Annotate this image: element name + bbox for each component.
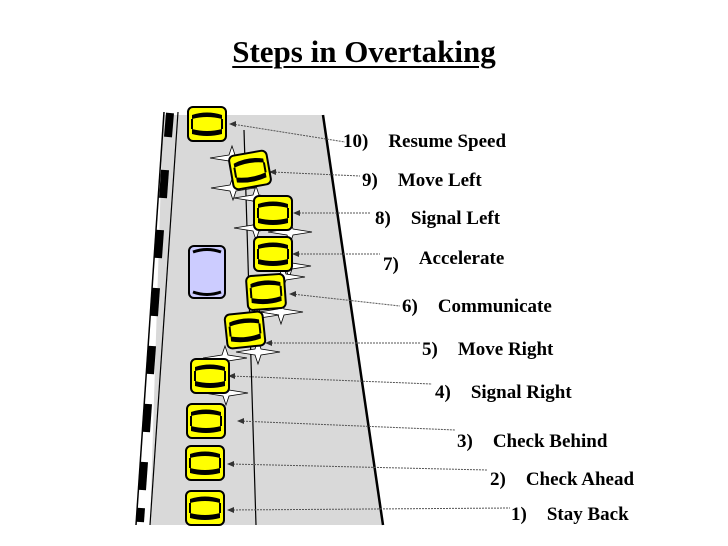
lane-dashes	[136, 112, 174, 523]
step-6: 6)Communicate	[402, 296, 552, 317]
step-1: 1)Stay Back	[511, 504, 629, 525]
step-7: 7)Accelerate	[383, 248, 505, 275]
step-3: 3)Check Behind	[457, 431, 608, 452]
step-8: 8)Signal Left	[375, 208, 501, 229]
arrow-heads	[227, 121, 300, 513]
step-5: 5)Move Right	[422, 339, 554, 360]
leader-lines	[229, 123, 511, 511]
step-4: 4)Signal Right	[435, 382, 572, 403]
step-2: 2)Check Ahead	[490, 469, 635, 490]
blue-car	[188, 245, 226, 299]
diagram-title: Steps in Overtaking	[232, 34, 496, 69]
step-9: 9)Move Left	[362, 170, 482, 191]
step-10: 10)Resume Speed	[343, 131, 507, 152]
